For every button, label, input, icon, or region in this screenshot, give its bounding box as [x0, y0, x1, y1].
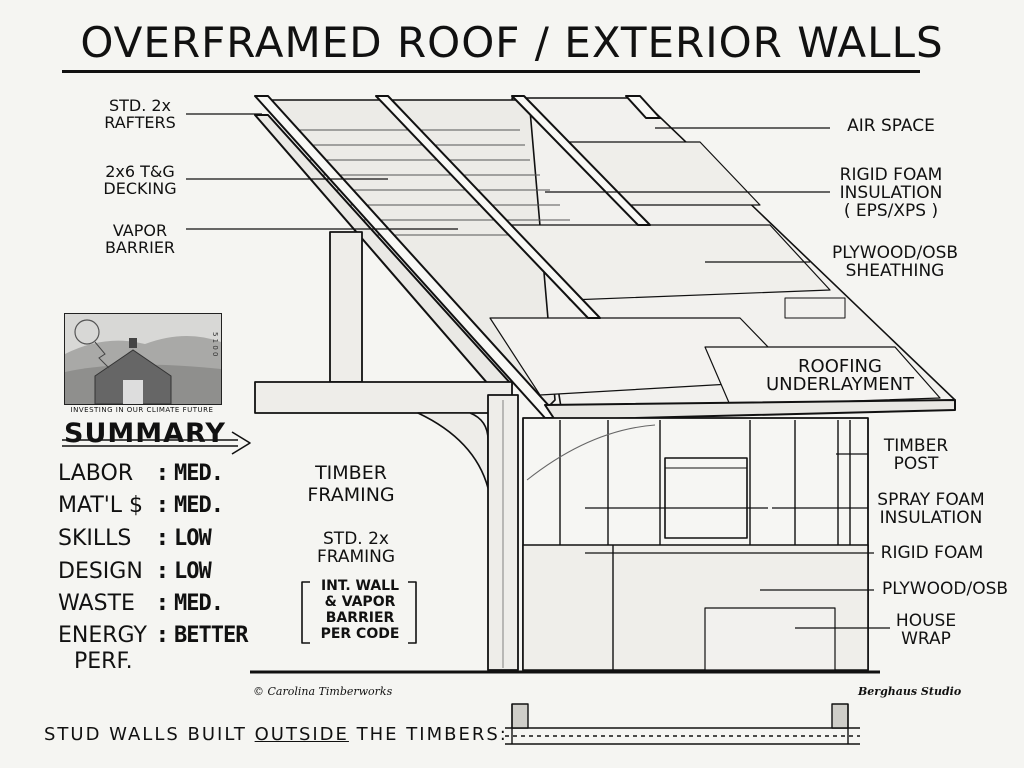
summary-value: MED. — [174, 493, 224, 518]
knee-brace — [417, 412, 489, 489]
label-rafters: STD. 2x RAFTERS — [90, 97, 190, 131]
label-line: ( EPS/XPS ) — [843, 201, 939, 221]
label-line: ROOFING — [798, 356, 882, 377]
label-rigid-foam-wall: RIGID FOAM — [880, 543, 984, 563]
int-wall-bracket — [301, 581, 417, 644]
label-line: FRAMING — [316, 547, 396, 567]
summary-value: BETTER — [174, 623, 248, 648]
summary-colon: : — [158, 591, 167, 616]
leader-lines — [186, 113, 890, 629]
summary-key: SKILLS — [58, 526, 132, 551]
label-line: STD. 2x — [108, 96, 172, 115]
label-line: SHEATHING — [845, 261, 945, 281]
label-line: WRAP — [901, 629, 951, 649]
label-int-wall: INT. WALL & VAPOR BARRIER PER CODE — [310, 578, 410, 642]
label-line: VAPOR — [112, 221, 168, 240]
credit-right: Berghaus Studio — [858, 685, 962, 698]
summary-value: MED. — [174, 591, 224, 616]
roof-fascia — [544, 399, 956, 421]
label-line: HOUSE — [895, 611, 957, 631]
caption-before: STUD WALLS BUILT — [44, 724, 255, 745]
window-frame — [664, 457, 748, 539]
summary-colon: : — [158, 461, 167, 486]
label-line: UNDERLAYMENT — [765, 374, 915, 395]
summary-key: ENERGY — [58, 623, 147, 648]
label-house-wrap: HOUSE WRAP — [886, 612, 966, 648]
house-wrap-sheet — [704, 607, 836, 671]
underlayment-sheet — [704, 346, 941, 406]
label-line: FRAMING — [307, 484, 395, 506]
summary-colon: : — [158, 526, 167, 551]
label-line: TIMBER — [315, 462, 387, 484]
rafter — [625, 95, 661, 119]
summary-value: MED. — [174, 461, 224, 486]
summary-colon: : — [158, 493, 167, 518]
label-line: SPRAY FOAM — [877, 490, 985, 510]
label-timber-framing: TIMBER FRAMING — [296, 462, 406, 506]
label-line: BARRIER — [325, 610, 395, 626]
caption-emphasis: OUTSIDE — [254, 724, 349, 745]
summary-row-design: DESIGN: LOW — [58, 560, 278, 584]
label-line: INT. WALL — [320, 578, 400, 594]
logo: 5 1 0 0 — [64, 313, 222, 405]
label-line: DECKING — [103, 179, 177, 198]
logo-side-text: 5 1 0 0 — [211, 332, 219, 357]
summary-arrow-icon — [62, 431, 251, 455]
credit-left: © Carolina Timberworks — [253, 685, 393, 698]
summary-row-material: MAT'L $: MED. — [58, 494, 278, 518]
summary-heading: SUMMARY — [64, 418, 226, 449]
label-line: PLYWOOD/OSB — [831, 243, 959, 263]
label-plywood-wall: PLYWOOD/OSB — [881, 579, 1009, 599]
title-underline — [62, 70, 920, 73]
summary-key: MAT'L $ — [58, 493, 144, 518]
tie-beam — [254, 381, 513, 414]
label-line: TIMBER — [883, 436, 949, 456]
label-line: BARRIER — [104, 238, 176, 257]
label-line: RIGID FOAM — [839, 165, 943, 185]
label-vapor-barrier: VAPOR BARRIER — [90, 222, 190, 256]
summary-row-labor: LABOR: MED. — [58, 462, 278, 486]
caption-after: THE TIMBERS: — [348, 724, 508, 745]
summary-key: DESIGN — [58, 559, 143, 584]
logo-caption: INVESTING IN OUR CLIMATE FUTURE — [70, 406, 214, 414]
label-air-space: AIR SPACE — [847, 116, 935, 136]
rafter — [375, 95, 601, 319]
summary-key: LABOR — [58, 461, 134, 486]
summary-row-waste: WASTE: MED. — [58, 592, 278, 616]
plan-detail — [505, 703, 860, 745]
label-rigid-foam-roof: RIGID FOAM INSULATION ( EPS/XPS ) — [826, 166, 956, 220]
summary-colon: : — [158, 559, 167, 584]
summary-value: LOW — [174, 559, 212, 584]
summary-value: LOW — [174, 526, 212, 551]
label-line: INSULATION — [839, 183, 943, 203]
page-title: OVERFRAMED ROOF / EXTERIOR WALLS — [80, 18, 944, 67]
label-timber-post: TIMBER POST — [866, 437, 966, 473]
label-line: 2x6 T&G — [105, 162, 175, 181]
label-spray-foam: SPRAY FOAM INSULATION — [866, 491, 996, 527]
label-line: STD. 2x — [323, 529, 389, 549]
summary-key: WASTE — [58, 591, 135, 616]
label-decking: 2x6 T&G DECKING — [90, 163, 190, 197]
label-line: PER CODE — [320, 626, 400, 642]
label-underlayment: ROOFING UNDERLAYMENT — [740, 358, 940, 394]
summary-energy-sub: PERF. — [74, 649, 133, 674]
label-std-framing: STD. 2x FRAMING — [296, 530, 416, 566]
label-line: RAFTERS — [104, 113, 176, 132]
label-line: & VAPOR — [324, 594, 396, 610]
barn-logo-icon — [65, 319, 221, 404]
rafter — [511, 95, 651, 226]
summary-row-energy: ENERGY: BETTER — [58, 624, 278, 648]
label-sheathing: PLYWOOD/OSB SHEATHING — [810, 244, 980, 280]
bottom-caption: STUD WALLS BUILT OUTSIDE THE TIMBERS: — [44, 724, 508, 745]
summary-row-skills: SKILLS: LOW — [58, 527, 278, 551]
label-line: POST — [893, 454, 939, 474]
timber-strut — [329, 231, 363, 383]
label-line: INSULATION — [879, 508, 983, 528]
summary-colon: : — [158, 623, 167, 648]
